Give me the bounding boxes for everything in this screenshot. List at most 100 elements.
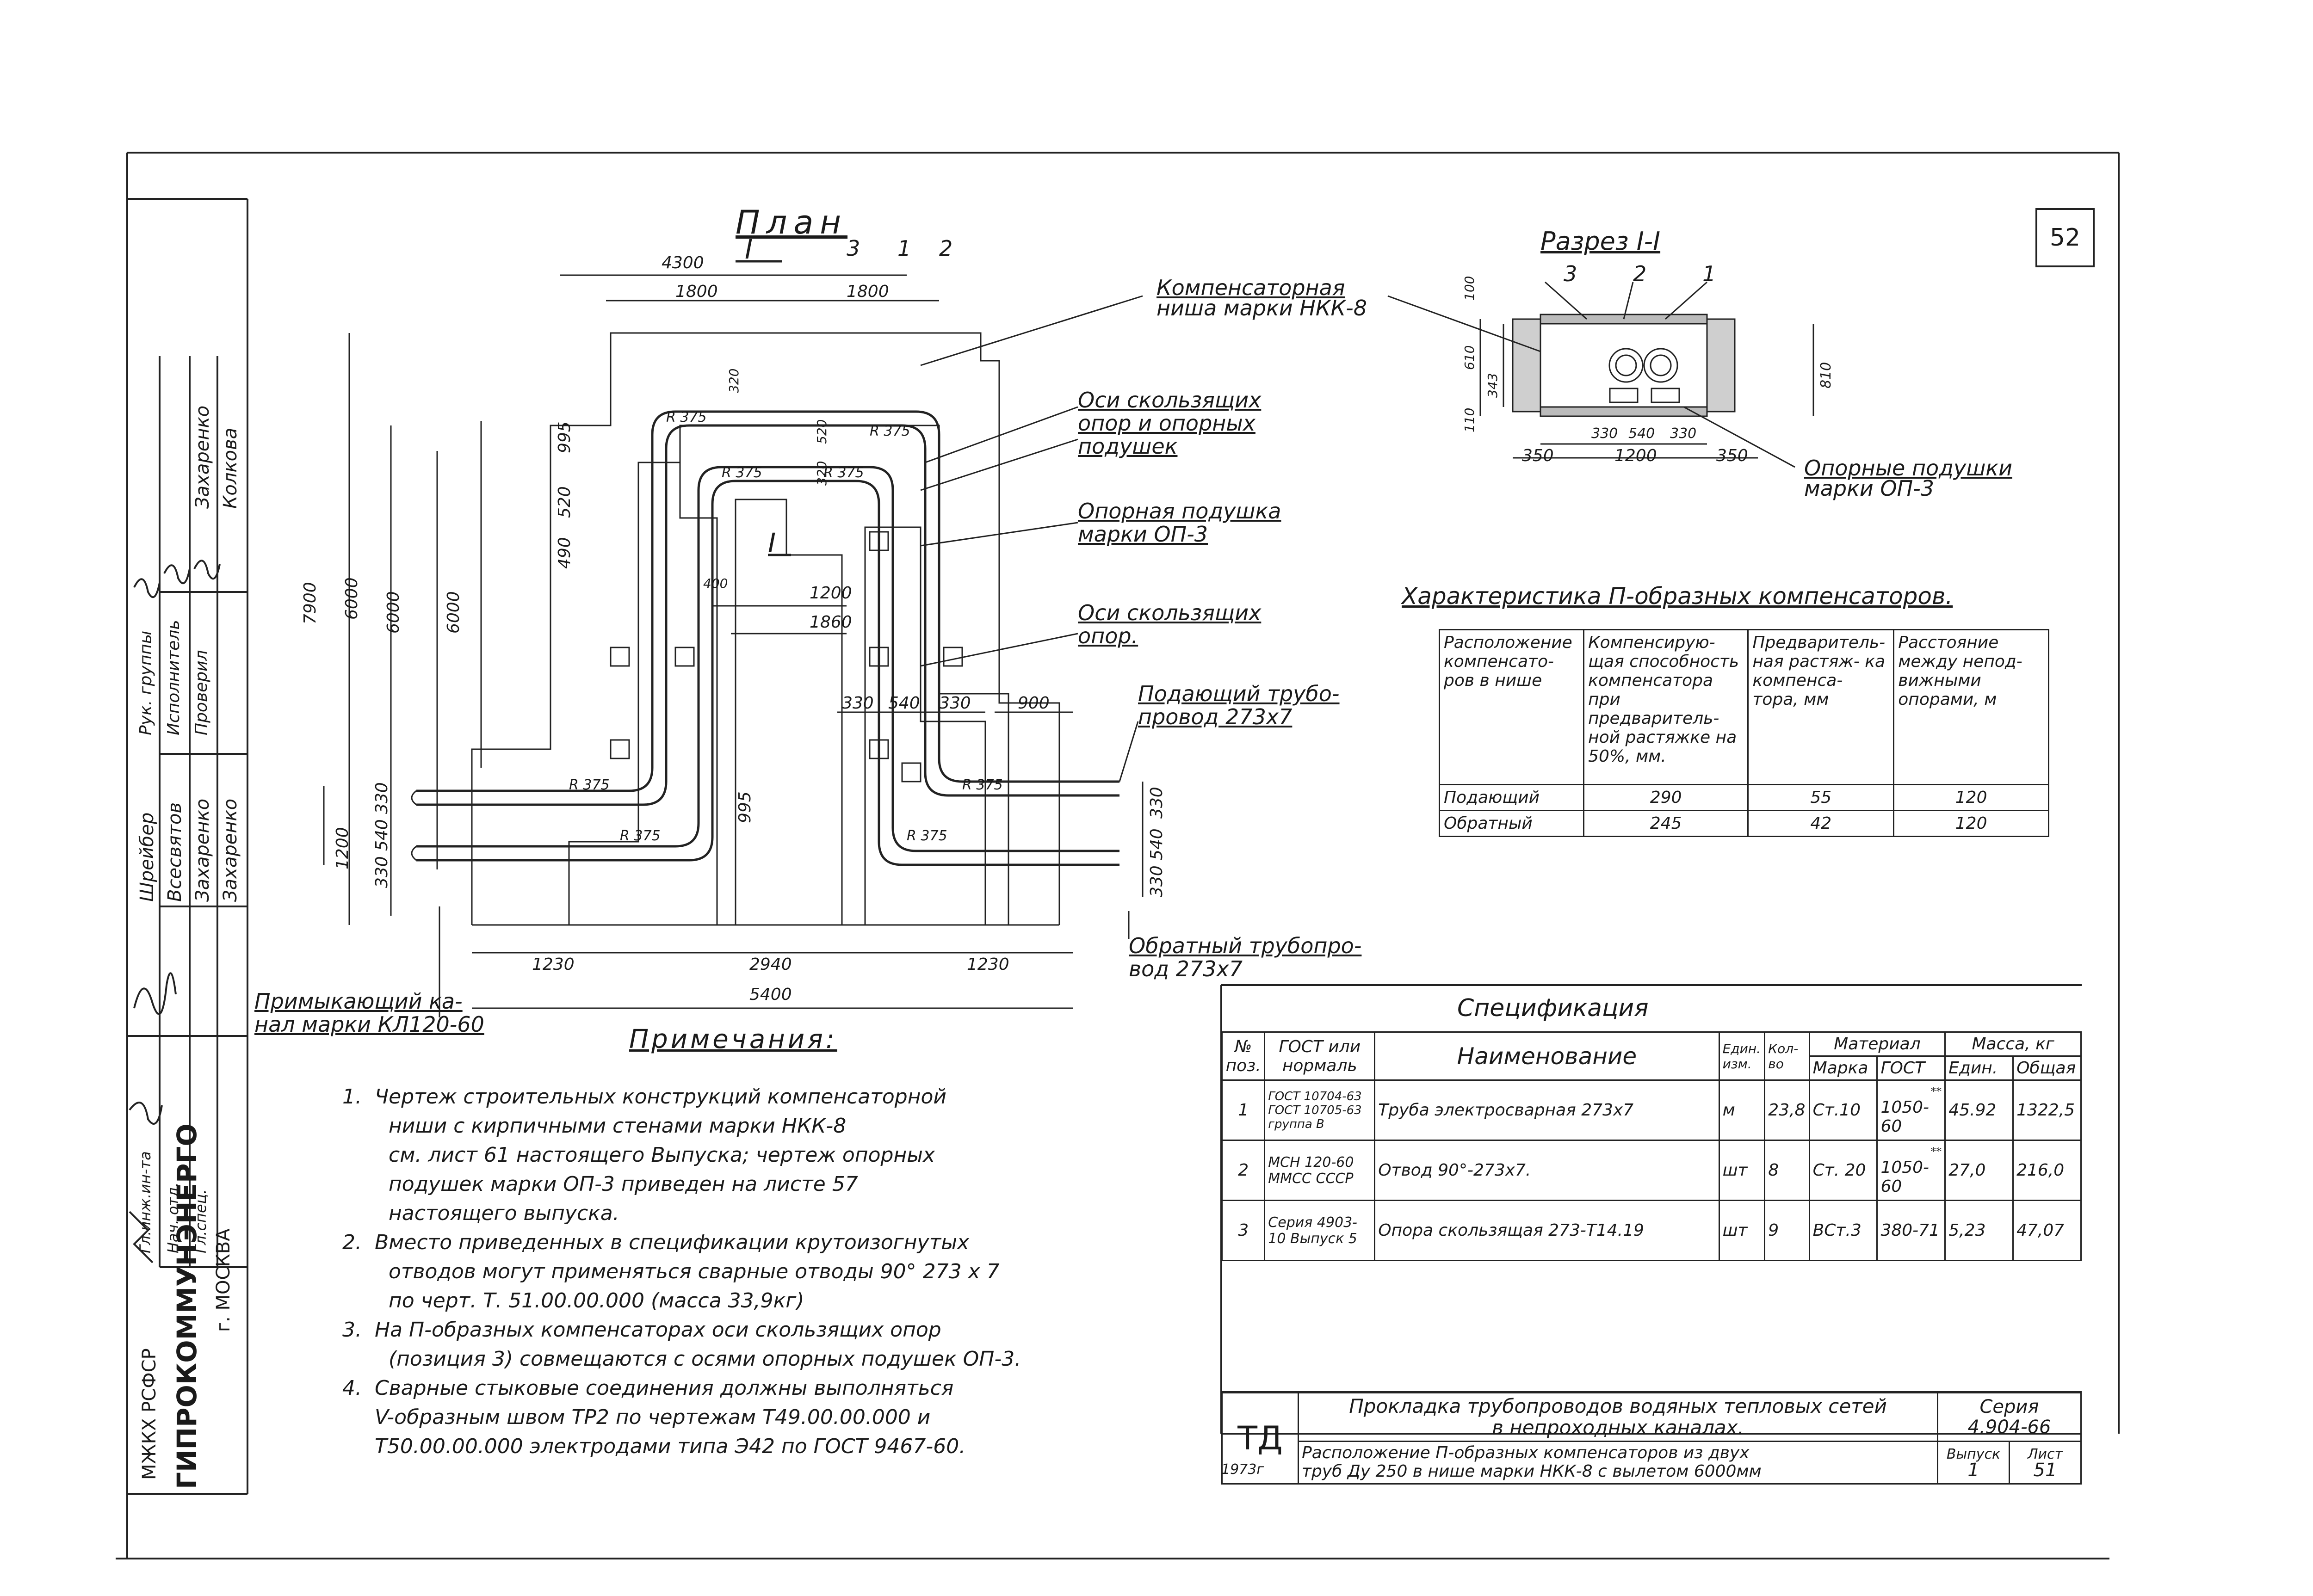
spec-cell-unit: шт bbox=[1718, 1200, 1766, 1261]
notes-title: Примечания: bbox=[629, 1024, 837, 1054]
char-cell: 42 bbox=[1747, 810, 1895, 837]
tb-description: Расположение П-образных компенсаторов из… bbox=[1298, 1440, 1938, 1485]
char-cell: 120 bbox=[1893, 784, 2049, 811]
stamp-name-5: Колкова bbox=[220, 427, 241, 509]
spec-header-gost: ГОСТ или нормаль bbox=[1264, 1031, 1376, 1081]
leader-sliding-axes-line1: Оси скользящих bbox=[1078, 388, 1262, 413]
spec-table: № поз. ГОСТ или нормаль Наименование Еди… bbox=[1221, 1031, 2082, 1261]
spec-cell-unit-mass: 45.92 bbox=[1944, 1079, 2014, 1141]
char-cell: 245 bbox=[1583, 810, 1749, 837]
spec-cell-gost2: **1050-60 bbox=[1876, 1079, 1946, 1141]
section-dim-610: 610 bbox=[1462, 345, 1477, 370]
dim-520: 520 bbox=[555, 486, 574, 518]
dim-6000-b: 6000 bbox=[384, 591, 403, 634]
stamp-city: г. МОСКВА bbox=[213, 1228, 234, 1332]
stamp-name-3: Захаренко bbox=[192, 798, 213, 902]
note-line: отводов могут применяться сварные отводы… bbox=[389, 1260, 1000, 1283]
stamp-role-4: Рук. группы bbox=[136, 630, 155, 735]
stamp-role-1: Гл.инж.ин-та bbox=[136, 1151, 154, 1253]
spec-cell-no: 3 bbox=[1221, 1200, 1266, 1261]
spec-header-total: Общая bbox=[2012, 1055, 2082, 1081]
dim-6000-a: 6000 bbox=[342, 577, 361, 620]
tb-issue-value: 1 bbox=[1967, 1460, 1979, 1481]
spec-cell-total: 1322,5 bbox=[2012, 1079, 2082, 1141]
dim-330-right-2: 330 bbox=[1147, 865, 1166, 897]
sheet-number: 52 bbox=[2035, 208, 2095, 267]
char-header-location: Расположение компенсато- ров в нише bbox=[1438, 629, 1585, 785]
leader-pad-line1: Опорная подушка bbox=[1078, 499, 1281, 524]
tb-series-value: 4.904-66 bbox=[1967, 1416, 2051, 1438]
section-dim-330-a: 330 bbox=[1591, 425, 1618, 442]
radius-label-4: R 375 bbox=[823, 465, 864, 481]
dim-995-a: 995 bbox=[555, 421, 574, 453]
dim-330-left-2: 330 bbox=[372, 856, 391, 888]
dim-995-b: 995 bbox=[736, 791, 755, 823]
spec-cell-name: Отвод 90°-273х7. bbox=[1374, 1140, 1720, 1201]
spec-cell-qty: 23,8 bbox=[1764, 1079, 1810, 1141]
char-cell: 55 bbox=[1747, 784, 1895, 811]
note-line: Сварные стыковые соединения должны выпол… bbox=[375, 1376, 954, 1400]
plan-callout-3: 3 bbox=[847, 236, 860, 261]
leader-return-line1: Обратный трубопро- bbox=[1129, 933, 1362, 958]
plan-section-mark: I bbox=[745, 234, 753, 265]
table-row: 1 ГОСТ 10704-63 ГОСТ 10705-63 группа В Т… bbox=[1221, 1079, 2082, 1141]
leader-sliding-axes2-line2: опор. bbox=[1078, 623, 1138, 648]
note-number: 2. bbox=[342, 1231, 362, 1254]
stamp-name-6: Захаренко bbox=[192, 405, 213, 509]
note-line: подушек марки ОП-3 приведен на листе 57 bbox=[389, 1172, 858, 1196]
spec-cell-unit: м bbox=[1718, 1079, 1766, 1141]
dim-320-a: 320 bbox=[726, 368, 742, 393]
plan-callout-2: 2 bbox=[939, 236, 953, 261]
table-row: 2 МСН 120-60 ММСС СССР Отвод 90°-273х7. … bbox=[1221, 1140, 2082, 1201]
note-line: Чертеж строительных конструкций компенса… bbox=[375, 1085, 947, 1109]
leader-supply-pipe: Подающий трубо- провод 273х7 bbox=[1138, 682, 1340, 728]
note-number: 1. bbox=[342, 1085, 362, 1109]
section-dim-350-a: 350 bbox=[1522, 446, 1554, 465]
stamp-role-6: Проверил bbox=[192, 650, 211, 735]
dim-320-b: 320 bbox=[814, 461, 829, 486]
tb-issue-label: Выпуск bbox=[1946, 1446, 2001, 1463]
characteristics-title: Характеристика П-образных компенсаторов. bbox=[1402, 583, 1953, 610]
dim-1800-left: 1800 bbox=[675, 282, 718, 301]
spec-header-row-1: № поз. ГОСТ или нормаль Наименование Еди… bbox=[1221, 1031, 2082, 1081]
leader-sliding-axes: Оси скользящих опор и опорных подушек bbox=[1078, 388, 1261, 458]
tb-series: Серия 4.904-66 bbox=[1937, 1392, 2082, 1442]
dim-330-a: 330 bbox=[842, 694, 874, 713]
tb-desc-line1: Расположение П-образных компенсаторов из… bbox=[1302, 1443, 1750, 1463]
stamp-role-5: Исполнитель bbox=[164, 620, 183, 735]
note-line: Т50.00.00.000 электродами типа Э42 по ГО… bbox=[375, 1435, 966, 1458]
note-line: ниши с кирпичными стенами марки НКК-8 bbox=[389, 1114, 847, 1138]
leader-support-pad: Опорная подушка марки ОП-3 bbox=[1078, 499, 1281, 546]
leader-adjoining-channel: Примыкающий ка- нал марки КЛ120-60 bbox=[254, 990, 484, 1036]
spec-cell-name: Труба электросварная 273х7 bbox=[1374, 1079, 1720, 1141]
plan-callout-1: 1 bbox=[897, 236, 911, 261]
tb-td: ТД bbox=[1221, 1392, 1299, 1485]
char-cell: 120 bbox=[1893, 810, 2049, 837]
section-dim-540: 540 bbox=[1628, 425, 1655, 442]
leader-sliding-axes-2: Оси скользящих опор. bbox=[1078, 601, 1261, 647]
leader-niche-line1: Компенсаторная bbox=[1156, 275, 1345, 300]
note-item: 1. Чертеж строительных конструкций компен… bbox=[342, 1082, 1221, 1111]
char-header-prestretch: Предваритель- ная растяж- ка компенса- т… bbox=[1747, 629, 1895, 785]
plan-section-mark-2: I bbox=[768, 527, 776, 559]
section-dim-110: 110 bbox=[1462, 407, 1477, 432]
spec-cell-no: 1 bbox=[1221, 1079, 1266, 1141]
leader-pad-line2: марки ОП-3 bbox=[1078, 522, 1208, 547]
radius-label-7: R 375 bbox=[962, 777, 1003, 793]
leader-niche: Компенсаторная ниша марки НКК-8 bbox=[1156, 275, 1367, 319]
section-dim-350-b: 350 bbox=[1716, 446, 1748, 465]
section-callout-1: 1 bbox=[1702, 261, 1716, 286]
tb-desc-line2: труб Ду 250 в нише марки НКК-8 с вылетом… bbox=[1302, 1462, 1762, 1481]
spec-header-qty: Кол- во bbox=[1764, 1031, 1810, 1081]
spec-cell-mark: Ст. 20 bbox=[1808, 1140, 1878, 1201]
tb-series-label: Серия bbox=[1979, 1396, 2039, 1417]
section-pads-line2: марки ОП-3 bbox=[1804, 476, 1935, 501]
dim-900: 900 bbox=[1018, 694, 1050, 713]
leader-return-line2: вод 273х7 bbox=[1129, 956, 1243, 981]
dim-1200-left: 1200 bbox=[333, 827, 352, 869]
note-line: настоящего выпуска. bbox=[389, 1202, 619, 1225]
spec-cell-total: 47,07 bbox=[2012, 1200, 2082, 1261]
spec-cell-gost: МСН 120-60 ММСС СССР bbox=[1264, 1140, 1376, 1201]
spec-header-row-2: Марка ГОСТ Един. Общая bbox=[1222, 1055, 2082, 1081]
